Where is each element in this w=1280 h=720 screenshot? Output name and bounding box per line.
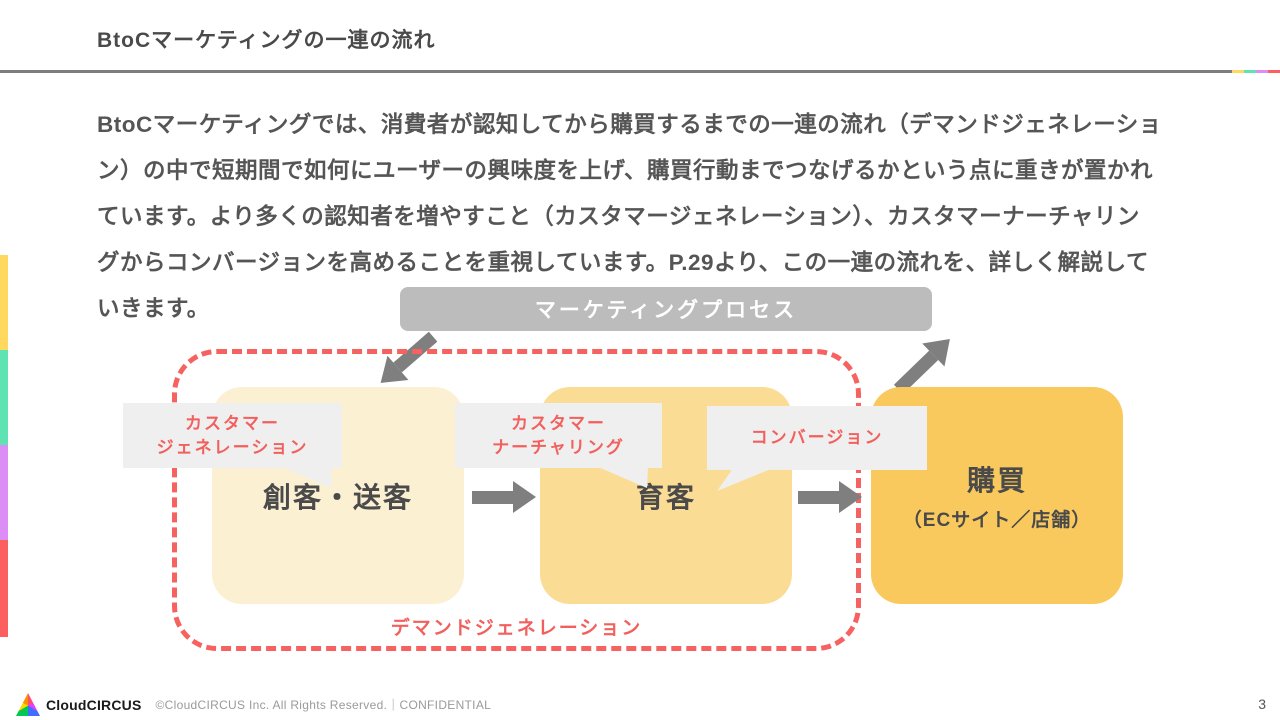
copyright-text: ©CloudCIRCUS Inc. All Rights Reserved.｜C… [155, 698, 492, 712]
logo-text-circus: CIRCUS [86, 696, 142, 713]
arrow-head [513, 481, 536, 513]
edge-stripe-mint [0, 350, 8, 445]
edge-stripe-coral [0, 540, 8, 637]
arrow-shaft [798, 490, 839, 504]
arrow-head [839, 481, 862, 513]
cloudcircus-logo-icon [16, 693, 40, 716]
demand-generation-label: デマンドジェネレーション [390, 618, 643, 639]
page-title: BtoCマーケティングの一連の流れ [97, 29, 436, 52]
arrow-right-icon [798, 481, 862, 513]
label-customer-generation: カスタマー ジェネレーション [123, 403, 342, 468]
arrow-right-icon [472, 481, 536, 513]
marketing-process-box: マーケティングプロセス [400, 287, 932, 331]
flow-box-label: 購買 [966, 465, 1027, 496]
title-divider [0, 70, 1280, 73]
logo-text-cloud: Cloud [46, 696, 87, 713]
divider-gray-segment [0, 70, 1232, 73]
divider-coral-segment [1268, 70, 1280, 73]
divider-mint-segment [1244, 70, 1256, 73]
cloudcircus-logo-text: CloudCIRCUS [46, 697, 142, 713]
flow-box-label: 創客・送客 [262, 481, 413, 513]
body-paragraph: BtoCマーケティングでは、消費者が認知してから購買するまでの一連の流れ（デマン… [97, 112, 1162, 321]
divider-yellow-segment [1232, 70, 1244, 73]
arrow-shaft [472, 490, 513, 504]
edge-stripe-yellow [0, 255, 8, 350]
divider-lavender-segment [1256, 70, 1268, 73]
flow-box-sublabel: （ECサイト／店舗） [902, 510, 1092, 531]
label-customer-nurturing: カスタマー ナーチャリング [455, 403, 662, 468]
page-number: 3 [1258, 696, 1266, 712]
edge-stripe-lavender [0, 445, 8, 540]
label-conversion: コンバージョン [707, 406, 927, 470]
footer: CloudCIRCUS ©CloudCIRCUS Inc. All Rights… [16, 693, 491, 716]
